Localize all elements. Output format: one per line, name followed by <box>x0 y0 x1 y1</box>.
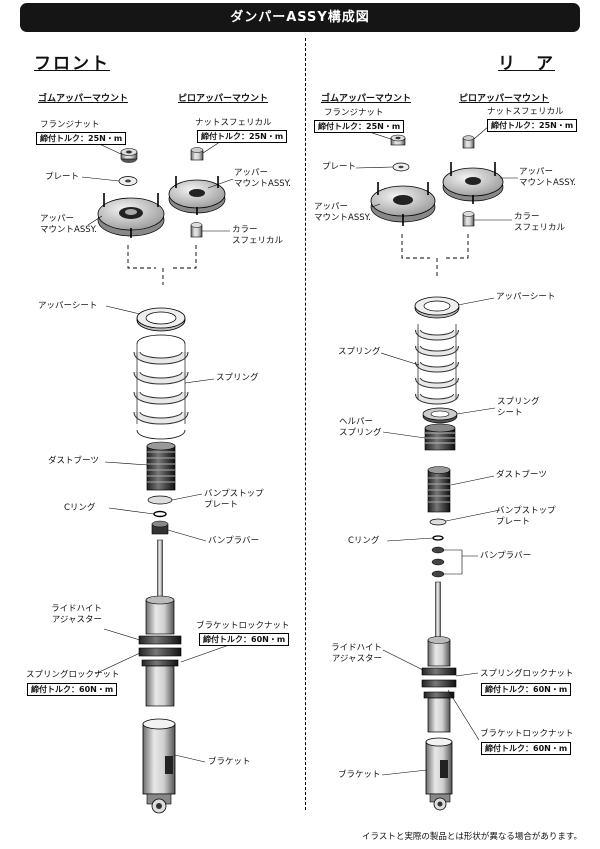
rear-dust-boots-shape <box>427 466 451 513</box>
rear-pillow-mount-shape <box>442 162 504 204</box>
rear-nut-spherical-shape <box>462 135 475 149</box>
rear-c-ring-shape <box>432 535 444 541</box>
rear-damper-body-shape <box>421 636 457 733</box>
front-bracket-shape <box>142 718 176 814</box>
rear-spring-shape <box>415 324 459 405</box>
front-spring-label: スプリング <box>216 373 259 383</box>
front-rubber-mount-header: ゴムアッパーマウント <box>38 94 129 104</box>
rear-pillow-mount-header: ピロアッパーマウント <box>459 94 550 104</box>
rear-upper-seat-shape <box>414 296 460 319</box>
rear-nut-spherical-torque: 締付トルク：25N・m <box>487 119 578 132</box>
rear-spring-seat-label: スプリング シート <box>497 397 540 418</box>
rear-flange-nut-shape <box>390 134 406 146</box>
rear-heading: リ ア <box>498 54 555 74</box>
front-upper-mount-assy-right-label: アッパー マウントASSY. <box>234 168 291 189</box>
front-dust-boots-label: ダストブーツ <box>48 456 99 466</box>
front-nut-spherical-shape <box>190 147 204 161</box>
rear-ride-height-adjuster-label: ライドハイト アジャスター <box>331 643 382 664</box>
rear-rubber-mount-shape <box>370 182 436 226</box>
front-upper-seat-shape <box>136 307 186 332</box>
front-c-ring-shape <box>153 510 167 518</box>
front-bracket-lock-nut-torque: 締付トルク：60N・m <box>199 633 290 646</box>
rear-bump-rubber-shape <box>431 546 445 578</box>
rear-bump-stop-plate-label: バンプストップ プレート <box>496 506 556 527</box>
rear-flange-nut-label: フランジナット <box>324 108 384 118</box>
rear-spring-label: スプリング <box>338 347 381 357</box>
front-heading: フロント <box>34 54 110 74</box>
front-bump-stop-plate-label: バンプストップ プレート <box>204 489 264 510</box>
rear-rubber-mount-header: ゴムアッパーマウント <box>321 94 412 104</box>
front-rubber-mount-shape <box>97 193 165 238</box>
front-bracket-label: ブラケット <box>208 757 251 767</box>
rear-bump-stop-plate-shape <box>429 518 447 526</box>
front-bump-stop-plate-shape <box>147 495 173 505</box>
front-piston-rod-shape <box>157 539 163 603</box>
rear-bracket-lock-nut-torque: 締付トルク：60N・m <box>481 742 572 755</box>
front-nut-spherical-label: ナットスフェリカル <box>195 118 272 128</box>
front-bracket-lock-nut-label: ブラケットロックナット <box>196 621 290 631</box>
front-ride-height-adjuster-label: ライドハイト アジャスター <box>51 604 102 625</box>
rear-spring-seat-shape <box>422 407 458 424</box>
front-spring-shape <box>133 334 189 440</box>
rear-upper-mount-assy-right-label: アッパー マウントASSY. <box>519 167 576 188</box>
page-title: ダンパーASSY構成図 <box>230 10 370 25</box>
title-bar <box>20 3 580 32</box>
rear-collar-spherical-label: カラー スフェリカル <box>514 212 566 233</box>
rear-dust-boots-label: ダストブーツ <box>496 470 547 480</box>
disclaimer-note: イラストと実際の製品とは形状が異なる場合があります。 <box>362 832 582 842</box>
front-spring-lock-nut-label: スプリングロックナット <box>26 670 120 680</box>
front-flange-nut-label: フランジナット <box>40 120 100 130</box>
rear-upper-mount-assy-left-label: アッパー マウントASSY. <box>314 202 371 223</box>
center-divider <box>305 38 306 810</box>
rear-upper-seat-label: アッパーシート <box>496 292 556 302</box>
rear-bracket-label: ブラケット <box>338 770 381 780</box>
front-upper-seat-label: アッパーシート <box>38 301 98 311</box>
front-collar-shape <box>190 222 203 238</box>
rear-plate-shape <box>392 162 410 172</box>
rear-flange-nut-torque: 締付トルク：25N・m <box>314 120 405 133</box>
rear-piston-rod-shape <box>435 581 441 643</box>
front-flange-nut-shape <box>120 148 138 163</box>
rear-bump-rubber-label: バンプラバー <box>480 551 532 561</box>
front-plate-shape <box>118 176 138 186</box>
rear-bracket-lock-nut-label: ブラケットロックナット <box>480 729 574 739</box>
front-collar-spherical-label: カラー スフェリカル <box>232 225 284 246</box>
rear-helper-spring-label: ヘルパー スプリング <box>339 417 382 438</box>
rear-bracket-shape <box>425 737 453 811</box>
rear-spring-lock-nut-torque: 締付トルク：60N・m <box>481 683 572 696</box>
front-damper-body-shape <box>138 595 182 707</box>
front-upper-mount-assy-left-label: アッパー マウントASSY. <box>40 214 97 235</box>
front-spring-lock-nut-torque: 締付トルク：60N・m <box>27 683 118 696</box>
front-nut-spherical-torque: 締付トルク：25N・m <box>197 130 288 143</box>
rear-assembly <box>355 119 518 811</box>
rear-spring-lock-nut-label: スプリングロックナット <box>480 669 574 679</box>
rear-c-ring-label: Cリング <box>348 536 380 546</box>
rear-nut-spherical-label: ナットスフェリカル <box>487 107 564 117</box>
front-dust-boots-shape <box>146 441 176 491</box>
front-bump-rubber-label: バンプラバー <box>208 536 260 546</box>
front-bump-rubber-shape <box>151 520 169 535</box>
front-assembly <box>81 135 234 814</box>
front-flange-nut-torque: 締付トルク：25N・m <box>36 132 127 145</box>
front-pillow-mount-shape <box>168 176 226 215</box>
front-plate-label: プレート <box>45 172 80 182</box>
rear-plate-label: プレート <box>322 162 357 172</box>
rear-collar-shape <box>462 211 475 227</box>
front-pillow-mount-header: ピロアッパーマウント <box>178 94 269 104</box>
front-c-ring-label: Cリング <box>64 503 96 513</box>
rear-helper-spring-shape <box>424 423 456 451</box>
